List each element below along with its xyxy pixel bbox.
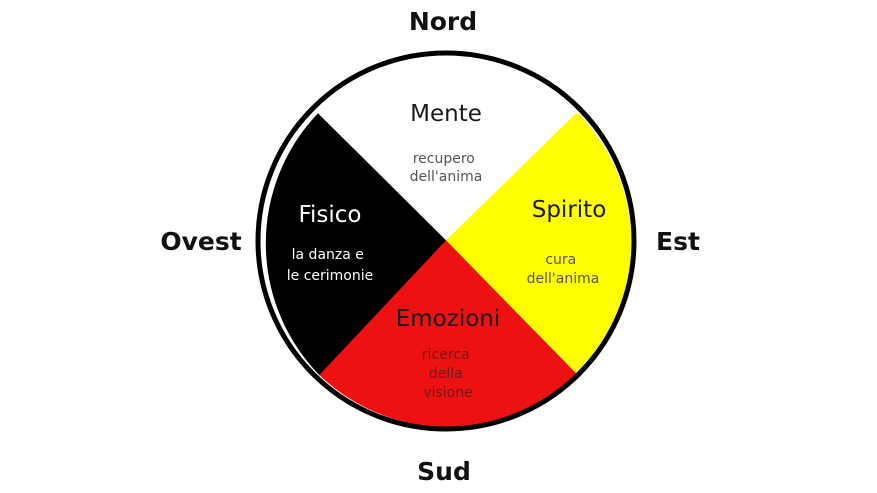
quadrant-subtitle-emozioni: ricerca della visione [422,347,474,401]
direction-north: Nord [409,7,477,36]
subtitle-line: dell'anima [410,169,483,185]
subtitle-line: recupero [413,151,475,167]
quadrant-title-fisico: Fisico [298,202,361,228]
quadrant-mente [317,61,578,242]
quadrant-subtitle-mente: recupero dell'anima [410,151,483,185]
subtitle-line: visione [423,385,472,401]
direction-east: Est [656,227,700,256]
subtitle-line: cura [545,252,576,268]
direction-west: Ovest [160,227,241,256]
subtitle-line: la danza e [292,247,364,263]
direction-south: Sud [417,457,471,486]
quadrant-fisico [265,113,447,376]
quadrant-subtitle-spirito: cura dell'anima [527,252,600,287]
subtitle-line: della [429,366,463,382]
quadrant-title-mente: Mente [410,101,482,127]
wheel-outline [255,50,637,432]
subtitle-line: le cerimonie [287,268,374,284]
subtitle-line: dell'anima [527,271,600,287]
quadrant-title-emozioni: Emozioni [396,306,501,332]
subtitle-line: ricerca [422,347,470,363]
quadrant-subtitle-fisico: la danza e le cerimonie [287,247,374,284]
quadrant-title-spirito: Spirito [532,197,607,223]
